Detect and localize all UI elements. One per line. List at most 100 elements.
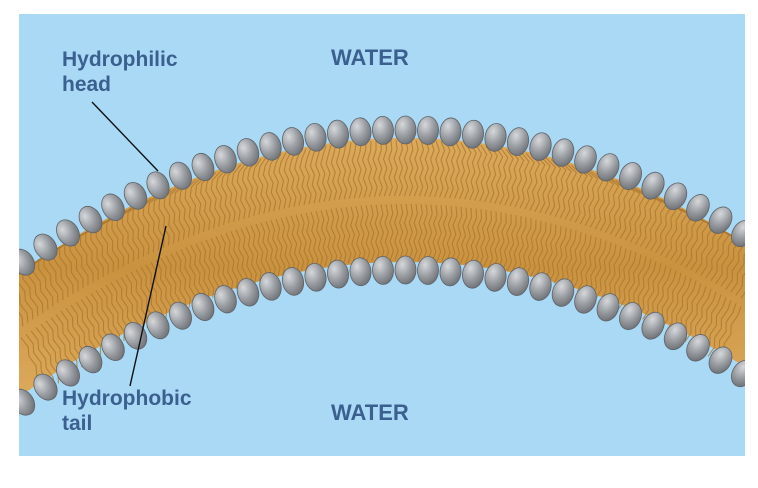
lipid-tail [642,263,662,320]
lipid-head-inner [101,333,125,362]
lipid-tail [511,216,522,273]
lipid-tail [574,166,588,223]
lipid-head-outer [708,206,733,234]
lipid-tail [489,146,498,203]
lipid-tail [548,226,562,283]
lipid-tail [75,301,97,359]
lipid-tail [707,300,732,357]
lipid-tail [497,213,507,270]
lipid-tail [516,217,527,274]
lipid-tail [205,239,220,296]
water-label-bottom: WATER [331,400,409,425]
lipid-head-inner [236,278,260,307]
lipid-tail [483,210,492,267]
lipid-head-outer [56,219,80,247]
lipid-tail [413,139,419,197]
lipid-tail [388,140,393,197]
lipid-tail [408,203,414,261]
lipid-tail [506,215,517,272]
lipid-tail [441,205,448,262]
lipid-head-inner [596,293,620,322]
lipid-tail [341,143,348,200]
lipid-tail [320,210,328,267]
lipid-tail [325,209,333,266]
lipid-tail [335,143,343,200]
lipid-tail [305,212,314,270]
lipid-head-outer [259,132,282,161]
lipid-tail [514,150,525,208]
lipid-tail [553,227,567,284]
lipid-head-inner [551,278,575,307]
lipid-tail [226,165,237,222]
lipid-tail [554,160,567,217]
lipid-tail [304,147,312,205]
lipid-tail [80,298,102,356]
lipid-tail [644,192,662,249]
lipid-head-inner [619,302,642,331]
lipid-head-outer [484,123,507,152]
lipid-tail [252,158,262,215]
lipid-tail [288,150,297,207]
lipid-tail [431,204,438,262]
lipid-tail [450,206,458,263]
lipid-tail [100,287,120,344]
lipid-tail [364,205,371,262]
lipid-tail [459,142,467,200]
lipid-head-inner [146,311,170,340]
lipid-head-inner [304,262,327,292]
lipid-tail [205,172,217,229]
lipid-tail [604,176,620,233]
lipid-tail [315,211,324,268]
lipid-tail [200,241,215,298]
lipid-tail [445,205,453,263]
lipid-tail [665,201,683,258]
lipid-tail [255,223,267,281]
lipid-head-outer [641,171,665,200]
lipid-head-inner [417,256,439,285]
lipid-tail [362,141,368,198]
lipid-tail [398,203,404,261]
hydrophilic-head-label-line1: Hydrophilic [62,48,178,71]
lipid-tail [534,155,546,212]
lipid-tail [275,218,286,276]
lipid-tail [436,205,443,262]
lipid-tail [637,260,657,318]
lipid-tail [581,237,597,294]
lipid-tail [494,147,504,204]
lipid-head-inner [123,322,148,350]
lipid-tail [335,208,342,265]
lipid-head-outer [146,171,170,200]
lipid-head-inner [394,255,417,285]
lipid-tail [221,167,232,224]
lipid-tail [19,262,37,320]
lipid-tail [413,204,418,261]
lipid-head-outer [394,115,417,145]
lipid-tail [235,229,248,286]
lipid-tail [210,237,224,295]
lipid-tail [562,230,577,287]
lipid-tail [372,140,378,197]
lipid-tail [230,231,243,288]
lipid-tail [479,144,488,202]
lipid-tail [520,218,532,275]
lipid-tail [330,208,338,266]
lipid-tail [665,275,687,332]
lipid-head-inner [56,359,80,387]
lipid-tail [374,204,380,261]
lipid-head-outer [101,193,125,222]
lipid-tail [614,250,632,307]
lipid-tail [569,164,583,222]
lipid-head-inner [686,334,710,362]
lipid-tail [549,158,562,216]
lipid-tail [147,193,162,251]
lipid-tail [240,228,253,285]
lipid-tail [725,232,745,290]
lipid-tail [310,211,319,269]
lipid-tail [345,207,352,264]
lipid-head-outer [506,127,530,156]
lipid-tail [439,141,446,198]
lipid-tail [369,204,376,262]
lipid-head-outer [686,194,710,222]
lipid-head-inner [78,345,103,374]
lipid-head-outer [327,119,349,149]
